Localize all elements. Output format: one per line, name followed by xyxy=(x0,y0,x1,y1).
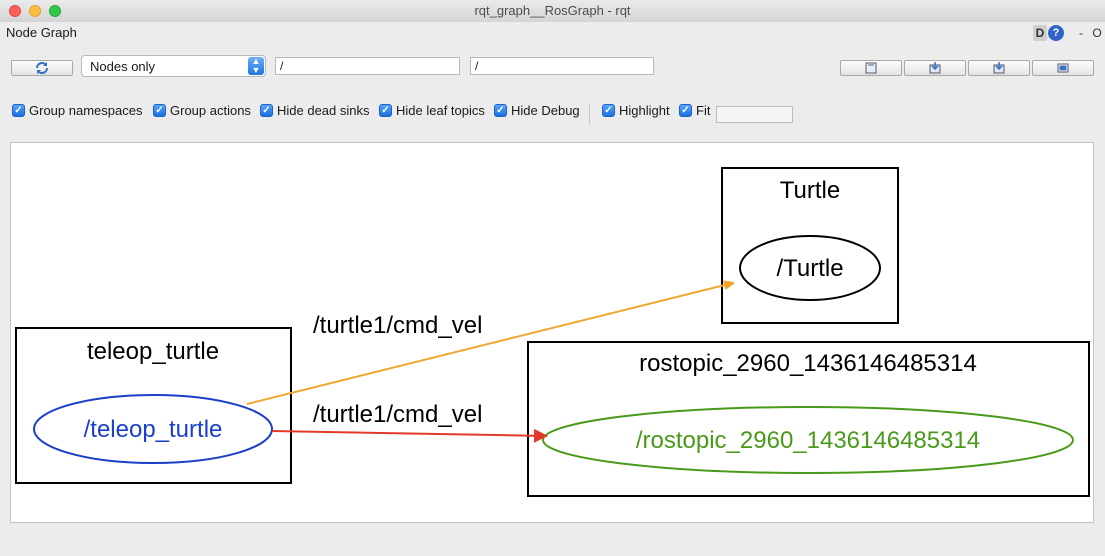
namespace-filter-input[interactable]: / xyxy=(275,57,460,75)
dock-icon[interactable]: D xyxy=(1033,25,1047,41)
chevron-updown-icon: ▲▼ xyxy=(248,57,264,75)
edge-teleop-to-rostopic-label: /turtle1/cmd_vel xyxy=(313,401,482,428)
checkmark-icon: ✓ xyxy=(679,104,692,117)
checkmark-icon: ✓ xyxy=(494,104,507,117)
edge-teleop-to-turtle[interactable] xyxy=(246,283,733,405)
close-window-button[interactable] xyxy=(9,5,21,17)
hide-leaf-topics-label: Hide leaf topics xyxy=(396,103,485,118)
fit-checkbox[interactable]: ✓ Fit xyxy=(679,103,710,118)
title-bar: rqt_graph__RosGraph - rqt xyxy=(0,0,1105,23)
group-actions-checkbox[interactable]: ✓ Group actions xyxy=(153,103,251,118)
save-svg-button[interactable] xyxy=(968,60,1030,76)
node-teleop-turtle-label: /teleop_turtle xyxy=(84,416,223,443)
group-namespaces-checkbox[interactable]: ✓ Group namespaces xyxy=(12,103,142,118)
help-icon[interactable]: ? xyxy=(1048,25,1064,41)
view-mode-value: Nodes only xyxy=(90,59,156,74)
fit-label: Fit xyxy=(696,103,711,118)
save-image-button[interactable] xyxy=(1032,60,1094,76)
refresh-button[interactable] xyxy=(11,60,73,76)
save-dot-button[interactable] xyxy=(840,60,902,76)
hide-debug-label: Hide Debug xyxy=(511,103,580,118)
load-dot-icon xyxy=(929,62,941,74)
cluster-turtle-label: Turtle xyxy=(780,177,840,204)
plugin-title: Node Graph xyxy=(6,25,77,40)
cluster-rostopic-label: rostopic_2960_1436146485314 xyxy=(639,350,977,377)
hide-leaf-topics-checkbox[interactable]: ✓ Hide leaf topics xyxy=(379,103,485,118)
highlight-label: Highlight xyxy=(619,103,670,118)
save-image-icon xyxy=(1057,63,1069,73)
refresh-icon xyxy=(36,62,48,74)
cluster-teleop-turtle-label: teleop_turtle xyxy=(87,338,219,365)
window-title: rqt_graph__RosGraph - rqt xyxy=(474,3,631,18)
options-row: ✓ Group namespaces ✓ Group actions ✓ Hid… xyxy=(0,103,1105,123)
minimize-plugin-icon[interactable]: - xyxy=(1079,26,1083,40)
options-separator xyxy=(589,103,590,125)
maximize-window-button[interactable] xyxy=(49,5,61,17)
hide-debug-checkbox[interactable]: ✓ Hide Debug xyxy=(494,103,580,118)
fit-button[interactable] xyxy=(716,106,793,123)
cluster-turtle[interactable] xyxy=(721,167,899,324)
save-svg-icon xyxy=(993,62,1005,74)
edge-teleop-to-turtle-label: /turtle1/cmd_vel xyxy=(313,312,482,339)
node-rostopic-label: /rostopic_2960_1436146485314 xyxy=(636,427,980,454)
minimize-window-button[interactable] xyxy=(29,5,41,17)
graph-canvas[interactable]: Turtle /Turtle teleop_turtle /teleop_tur… xyxy=(10,142,1094,523)
cluster-teleop-turtle[interactable] xyxy=(15,327,292,484)
checkmark-icon: ✓ xyxy=(260,104,273,117)
checkmark-icon: ✓ xyxy=(153,104,166,117)
node-turtle-label: /Turtle xyxy=(776,255,843,282)
hide-dead-sinks-checkbox[interactable]: ✓ Hide dead sinks xyxy=(260,103,370,118)
cluster-rostopic[interactable] xyxy=(527,341,1090,497)
group-namespaces-label: Group namespaces xyxy=(29,103,143,118)
checkmark-icon: ✓ xyxy=(602,104,615,117)
load-dot-button[interactable] xyxy=(904,60,966,76)
topic-filter-input[interactable]: / xyxy=(470,57,654,75)
view-mode-select[interactable]: Nodes only ▲▼ xyxy=(81,55,266,77)
highlight-checkbox[interactable]: ✓ Highlight xyxy=(602,103,670,118)
plugin-header: Node Graph D ? - O xyxy=(0,22,1105,44)
edge-teleop-to-rostopic[interactable] xyxy=(271,428,548,443)
graph-svg: Turtle /Turtle teleop_turtle /teleop_tur… xyxy=(15,167,1090,497)
node-teleop-turtle[interactable] xyxy=(33,394,273,464)
checkmark-icon: ✓ xyxy=(379,104,392,117)
save-dot-icon xyxy=(865,62,877,74)
checkmark-icon: ✓ xyxy=(12,104,25,117)
close-plugin-icon[interactable]: O xyxy=(1092,26,1102,40)
group-actions-label: Group actions xyxy=(170,103,251,118)
node-turtle[interactable] xyxy=(739,235,881,301)
hide-dead-sinks-label: Hide dead sinks xyxy=(277,103,370,118)
